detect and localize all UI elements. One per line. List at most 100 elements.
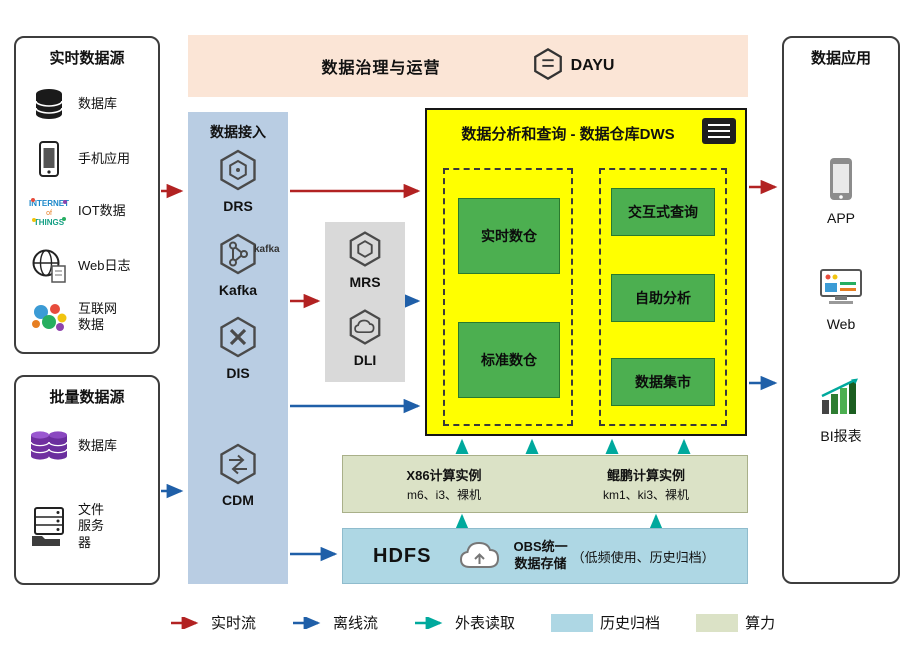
- source-item-label: 手机应用: [78, 150, 131, 166]
- service-dli: DLI: [325, 308, 405, 368]
- batch-sources-title: 批量数据源: [49, 389, 125, 406]
- bi-chart-icon: [818, 378, 864, 422]
- dli-icon: [346, 309, 384, 350]
- cdm-icon: [216, 443, 260, 490]
- svg-text:of: of: [46, 210, 52, 217]
- self-service-analysis-node: 自助分析: [611, 274, 715, 322]
- data-mart-node: 数据集市: [611, 358, 715, 406]
- legend-label: 离线流: [333, 615, 379, 632]
- realtime-warehouse-node: 实时数仓: [458, 198, 560, 274]
- kunpeng-title: 鲲鹏计算实例: [606, 468, 685, 483]
- source-item-database: 数据库: [28, 86, 152, 122]
- globe-document-icon: [28, 248, 70, 284]
- applications-title: 数据应用: [810, 50, 871, 67]
- obs-label-line2: 数据存储: [514, 556, 567, 571]
- kafka-wordmark: kafka: [254, 244, 280, 255]
- archive-swatch: [551, 613, 594, 632]
- x86-compute-cell: X86计算实例 m6、i3、裸机: [343, 456, 545, 512]
- file-server-icon: [28, 505, 70, 547]
- app-item-label: Web: [826, 316, 856, 332]
- legend-item-compute-power: 算力: [696, 612, 775, 633]
- blue-arrow-icon: [293, 616, 321, 629]
- teal-arrow-icon: [415, 616, 443, 629]
- dws-header: 数据分析和查询 - 数据仓库DWS: [427, 110, 745, 150]
- legend-item-offline: 离线流: [292, 612, 378, 633]
- standard-warehouse-node: 标准数仓: [458, 322, 560, 398]
- applications-panel: 数据应用 APP: [782, 36, 900, 584]
- source-item-file-server: 文件服务器: [28, 502, 152, 551]
- app-item-mobile: APP: [784, 156, 898, 226]
- database-icon: [28, 86, 70, 122]
- web-monitor-icon: [818, 269, 864, 312]
- kunpeng-models: km1、ki3、裸机: [602, 488, 689, 502]
- legend-item-archive: 历史归档: [551, 612, 660, 633]
- source-item-web-log: Web日志: [28, 248, 152, 284]
- ingestion-column: 数据接入 DRS: [188, 112, 288, 584]
- drs-icon: [216, 149, 260, 196]
- realtime-sources-title: 实时数据源: [49, 50, 125, 67]
- phone-icon: [28, 140, 70, 178]
- x86-title: X86计算实例: [406, 468, 482, 483]
- service-label: DIS: [226, 365, 250, 381]
- dayu-product: DAYU: [531, 46, 615, 87]
- legend-label: 算力: [745, 615, 776, 632]
- analysis-group: 交互式查询 自助分析 数据集市: [599, 168, 727, 426]
- processing-box: MRS DLI: [325, 222, 405, 382]
- iot-icon: INTERNET of THINGS: [28, 194, 70, 228]
- source-item-label: 文件服务器: [78, 502, 105, 550]
- dayu-label: DAYU: [570, 57, 615, 74]
- legend-label: 实时流: [211, 615, 257, 632]
- service-label: Kafka: [218, 282, 258, 298]
- dws-title: 数据分析和查询 - 数据仓库DWS: [461, 126, 675, 143]
- app-item-web: Web: [784, 268, 898, 332]
- governance-bar: 数据治理与运营 DAYU: [188, 35, 748, 97]
- service-label: CDM: [222, 492, 254, 508]
- compute-instances-box: X86计算实例 m6、i3、裸机 鲲鹏计算实例 km1、ki3、裸机: [342, 455, 748, 513]
- source-item-iot: INTERNET of THINGS IOT数据: [28, 194, 152, 228]
- legend-item-realtime: 实时流: [170, 612, 256, 633]
- app-item-bi-report: BI报表: [784, 376, 898, 446]
- service-kafka: kafka Kafka: [188, 232, 288, 298]
- app-item-label: APP: [826, 210, 855, 226]
- service-mrs: MRS: [325, 230, 405, 290]
- database-cluster-icon: [28, 427, 70, 465]
- service-drs: DRS: [188, 148, 288, 214]
- source-item-label: Web日志: [78, 257, 131, 273]
- obs-cloud-icon: [457, 534, 503, 579]
- warehouse-group: 实时数仓 标准数仓: [443, 168, 573, 426]
- hdfs-label: HDFS: [373, 544, 432, 567]
- service-label: DRS: [223, 198, 253, 214]
- obs-label-line1: OBS统一: [513, 539, 568, 555]
- source-item-label: IOT数据: [78, 202, 126, 218]
- obs-label: OBS统一 数据存储: [513, 539, 567, 573]
- interactive-query-node: 交互式查询: [611, 188, 715, 236]
- batch-sources-panel: 批量数据源 数据库: [14, 375, 160, 585]
- storage-box: HDFS OBS统一 数据存储 （低频使用、历史归档）: [342, 528, 748, 584]
- app-icon: [826, 158, 856, 206]
- mrs-icon: [346, 231, 384, 272]
- obs-note: （低频使用、历史归档）: [571, 549, 715, 565]
- x86-models: m6、i3、裸机: [406, 488, 481, 502]
- legend-label: 历史归档: [600, 615, 661, 632]
- source-item-label: 数据库: [78, 437, 118, 453]
- source-item-mobile-app: 手机应用: [28, 140, 152, 178]
- dayu-icon: [531, 46, 565, 87]
- red-arrow-icon: [171, 616, 199, 629]
- realtime-sources-panel: 实时数据源 数据库 手机应用: [14, 36, 160, 354]
- kafka-icon: [216, 233, 260, 280]
- legend-label: 外表读取: [455, 615, 516, 632]
- source-item-label: 数据库: [78, 95, 118, 111]
- service-label: DLI: [353, 352, 377, 368]
- compute-power-swatch: [696, 613, 739, 632]
- legend: 实时流 离线流 外表读取 历史归档 算力: [170, 612, 775, 633]
- source-item-batch-database: 数据库: [28, 427, 152, 465]
- app-item-label: BI报表: [820, 428, 862, 444]
- ingestion-title: 数据接入: [210, 124, 266, 140]
- dws-report-icon: [701, 117, 737, 150]
- dws-box: 数据分析和查询 - 数据仓库DWS 实时数仓 标准数仓 交互式查询 自助分析 数…: [425, 108, 747, 436]
- service-cdm: CDM: [188, 442, 288, 508]
- legend-item-external-read: 外表读取: [414, 612, 515, 633]
- service-dis: DIS: [188, 315, 288, 381]
- governance-title: 数据治理与运营: [321, 60, 441, 77]
